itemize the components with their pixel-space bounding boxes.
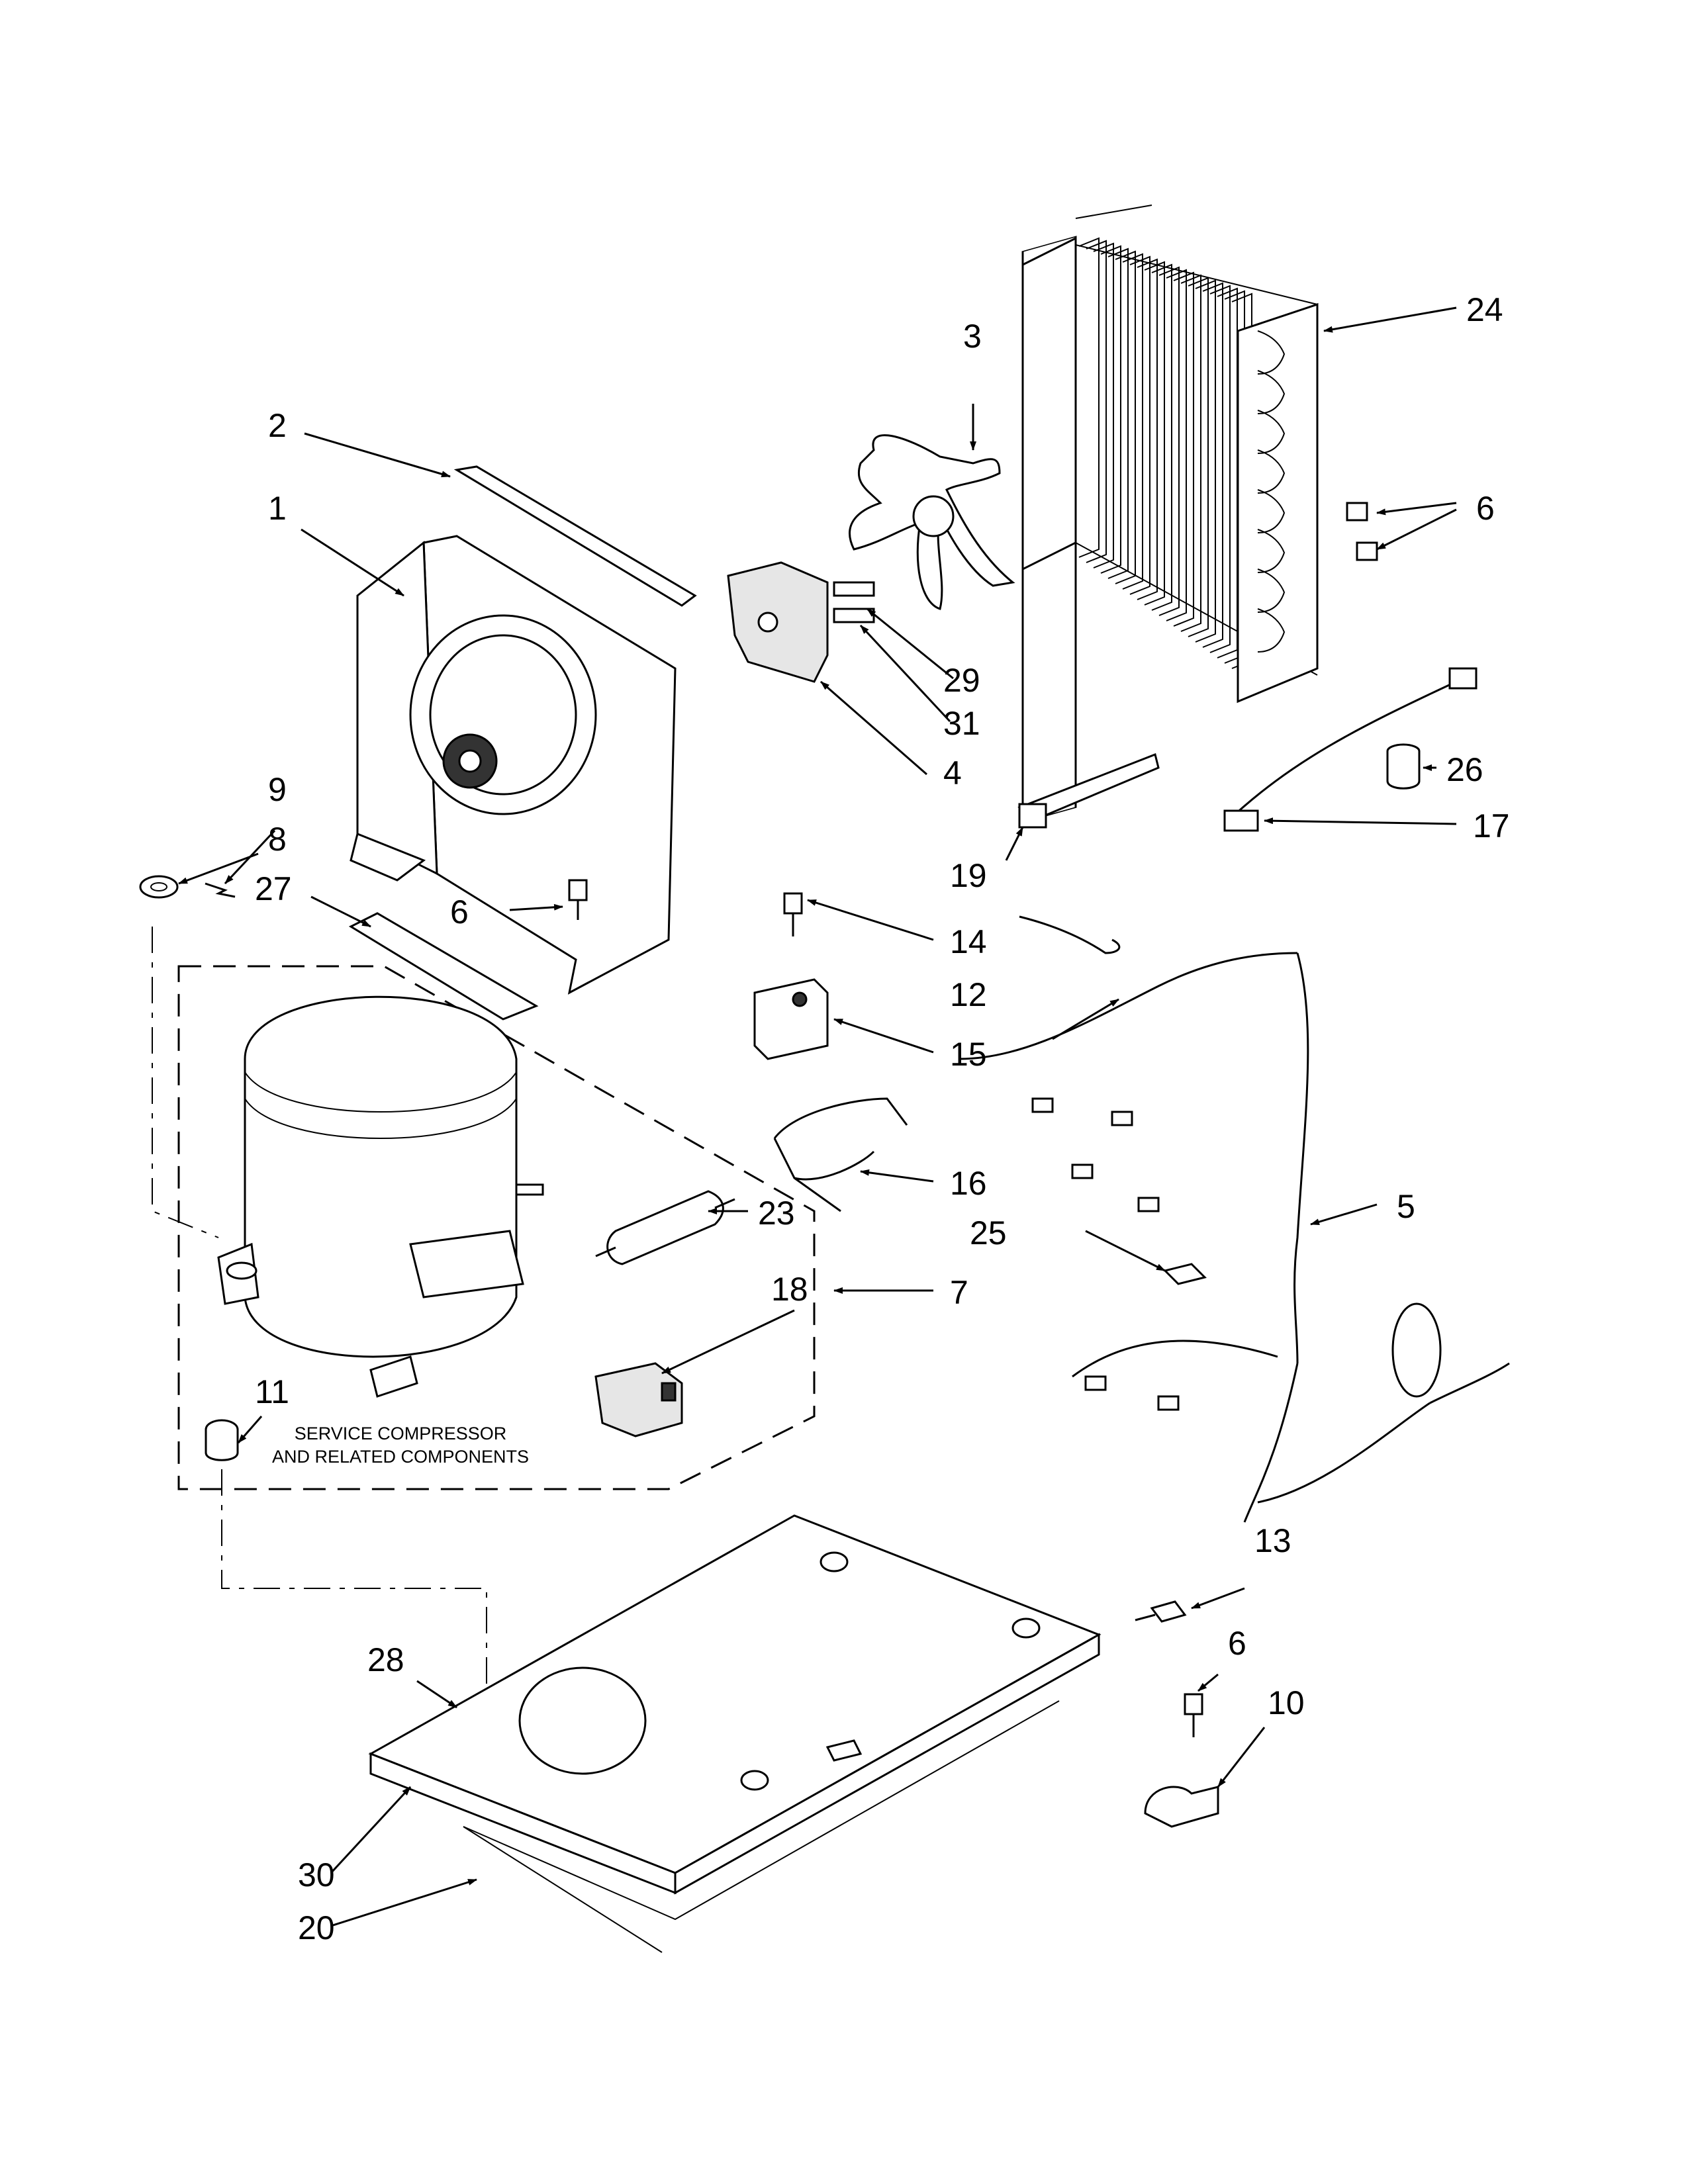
condenser-fin [1158,266,1180,616]
condenser-fin [1086,240,1107,563]
callout-20: 20 [298,1909,335,1946]
condenser-fin [1100,245,1121,574]
callout-26: 26 [1446,751,1483,788]
callout-3: 3 [963,318,982,355]
condenser-fin [1078,237,1100,558]
solenoid-valve [753,978,829,1060]
capacitor [1386,743,1421,790]
screw-6a [568,879,588,920]
clamp [1144,1786,1219,1828]
clip [205,882,236,898]
relay-overload [594,1362,683,1437]
compressor [217,995,544,1398]
condenser-fin [1202,282,1223,648]
condenser-fin [1188,277,1209,637]
plate [348,912,539,1021]
condenser [1021,205,1319,823]
condenser-fan-shroud [350,535,677,995]
callout-18: 18 [771,1271,808,1308]
rubber-grommet [205,1419,239,1461]
grommet [139,875,179,899]
bracket [773,1097,908,1212]
condenser-fin [1166,269,1187,621]
fan-motor [727,561,875,683]
callout-13: 13 [1254,1522,1291,1559]
callout-5: 5 [1397,1188,1415,1225]
callout-14: 14 [950,923,987,960]
screw-14 [783,892,803,936]
condenser-fin [1209,285,1231,653]
condenser-fin [1107,248,1129,579]
wire-clip [1163,1263,1207,1285]
callout-2: 2 [268,407,287,444]
service-compressor-region [177,965,816,1490]
caption-line-1: SERVICE COMPRESSOR [295,1424,507,1443]
wire-tie [1017,752,1160,829]
callout-7: 7 [950,1274,968,1311]
callout-29: 29 [943,662,980,699]
callout-8: 8 [268,821,287,858]
callout-16: 16 [950,1165,987,1202]
condenser-fin [1137,258,1158,600]
harness-17 [1223,667,1477,832]
condenser-fin [1129,255,1150,595]
condenser-fin [1195,279,1216,643]
callout-6-shroud: 6 [450,893,469,931]
wiring-harness [959,952,1510,1523]
condenser-fin [1180,274,1201,632]
callout-15: 15 [950,1036,987,1073]
callout-4: 4 [943,754,962,792]
callout-30: 30 [298,1856,335,1893]
screw-6b [1346,502,1378,561]
condenser-fin [1115,250,1136,584]
callout-10: 10 [1268,1684,1305,1721]
condenser-fin [1093,242,1114,569]
callout-24: 24 [1466,291,1503,328]
callout-11: 11 [255,1373,289,1410]
screw-6c [1184,1693,1203,1737]
condenser-fin [1122,253,1143,590]
condenser-fin [1217,287,1238,659]
leader-lines [178,306,1457,1927]
condenser-fin [1151,263,1172,611]
callout-31: 31 [943,705,980,742]
callout-1: 1 [268,490,287,527]
callout-27: 27 [255,870,292,907]
fan-blade [849,434,1015,610]
condenser-fin [1144,261,1165,606]
callout-25: 25 [970,1214,1007,1251]
callout-23: 23 [758,1195,795,1232]
gasket-strip [453,465,697,607]
callout-17: 17 [1473,807,1510,844]
callout-12: 12 [950,976,987,1013]
caption-line-2: AND RELATED COMPONENTS [272,1447,529,1467]
condenser-fin [1173,271,1194,627]
base-pan [368,1514,1102,1953]
filter-dryer [595,1190,735,1265]
callout-6-base: 6 [1228,1625,1246,1662]
callout-19: 19 [950,857,987,894]
hose [1019,915,1121,954]
callout-6-condenser: 6 [1476,490,1495,527]
screw-13 [1135,1600,1187,1623]
condenser-fins [1078,237,1252,669]
callout-28: 28 [367,1641,404,1678]
callout-9: 9 [268,771,287,808]
mount-lines [152,927,487,1688]
